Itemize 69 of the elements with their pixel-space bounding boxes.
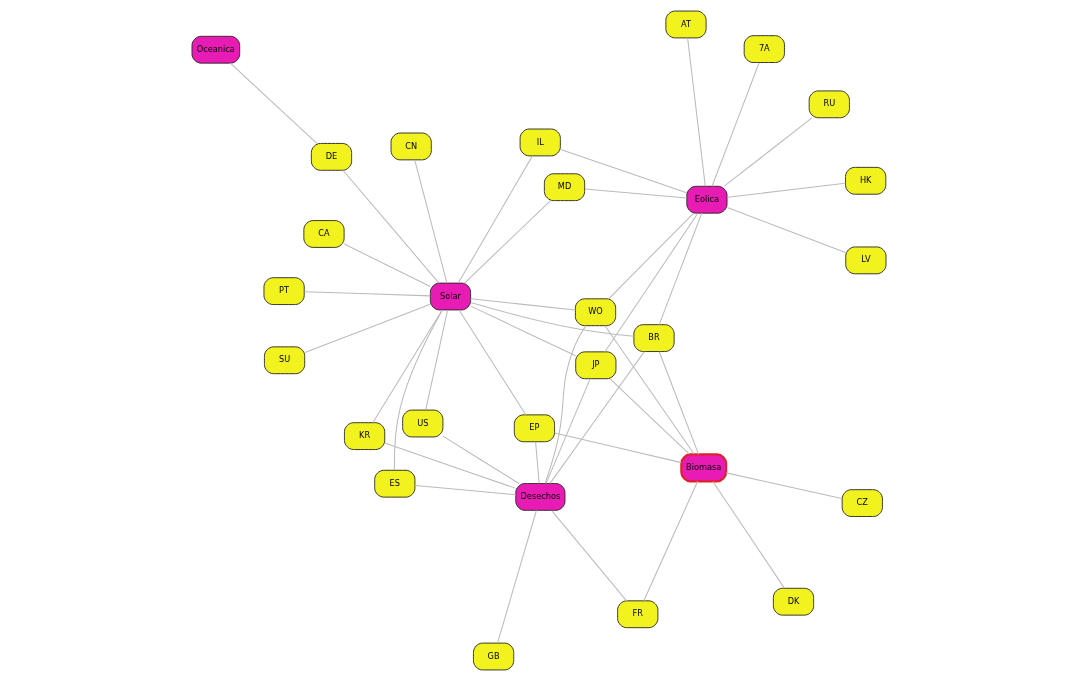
- connector: [384, 442, 517, 489]
- node-box: Solar: [429, 282, 472, 311]
- connector: [470, 298, 576, 311]
- connector: [687, 37, 706, 187]
- node-box: PT: [263, 277, 305, 305]
- connector: [414, 485, 517, 496]
- connector: [545, 378, 591, 484]
- connector: [470, 305, 577, 357]
- connector: [549, 351, 645, 484]
- node-box: KR: [344, 422, 386, 450]
- connector: [342, 170, 440, 284]
- node-box: SU: [264, 346, 306, 375]
- connector: [584, 188, 688, 199]
- connector: [712, 480, 785, 589]
- node-box: US: [402, 409, 444, 438]
- connector: [304, 303, 431, 353]
- connector: [604, 212, 699, 353]
- connector: [457, 155, 533, 284]
- connector: [535, 441, 540, 484]
- connector: [343, 243, 431, 288]
- node-box: FR: [617, 600, 659, 629]
- connector: [551, 510, 628, 602]
- connector: [229, 62, 318, 144]
- node-box: RU: [808, 90, 850, 119]
- connector: [608, 212, 694, 300]
- node-box: Biomasa: [680, 453, 728, 483]
- node-box: Desechos: [515, 483, 566, 511]
- node-box: Oceanica: [191, 35, 241, 64]
- connector: [458, 309, 527, 416]
- connector: [560, 148, 688, 194]
- node-box: Eolica: [686, 185, 728, 214]
- node-box: CA: [303, 220, 345, 248]
- connector: [497, 510, 537, 644]
- node-box: ES: [374, 469, 416, 498]
- node-box: HK: [845, 166, 887, 195]
- node-box: WO: [574, 298, 617, 327]
- node-box: 7A: [743, 35, 785, 63]
- connector: [711, 62, 760, 187]
- node-box: AT: [665, 10, 707, 39]
- connector: [393, 309, 443, 471]
- connector: [604, 325, 695, 455]
- node-box: MD: [543, 173, 586, 202]
- connector: [470, 302, 635, 337]
- connector: [442, 435, 520, 484]
- connector: [304, 291, 431, 297]
- connector: [725, 472, 843, 500]
- connector: [658, 212, 703, 326]
- connector: [609, 378, 690, 455]
- connector: [425, 309, 449, 411]
- connector: [723, 117, 813, 187]
- connector: [544, 325, 587, 484]
- connector: [464, 200, 551, 284]
- node-box: BR: [633, 324, 675, 352]
- node-box: LV: [845, 246, 887, 275]
- node-box: JP: [575, 351, 617, 380]
- connector: [658, 351, 700, 455]
- node-box: CN: [390, 132, 432, 161]
- node-box: CZ: [841, 489, 883, 517]
- connector: [414, 159, 448, 284]
- node-box: GB: [473, 642, 515, 671]
- connector: [643, 480, 699, 602]
- connector: [726, 182, 846, 198]
- node-box: DK: [772, 587, 815, 616]
- connector: [554, 432, 682, 464]
- node-box: EP: [513, 414, 555, 443]
- connector: [726, 207, 846, 254]
- node-box: DE: [310, 143, 353, 171]
- node-box: IL: [519, 128, 561, 157]
- connector: [372, 309, 443, 423]
